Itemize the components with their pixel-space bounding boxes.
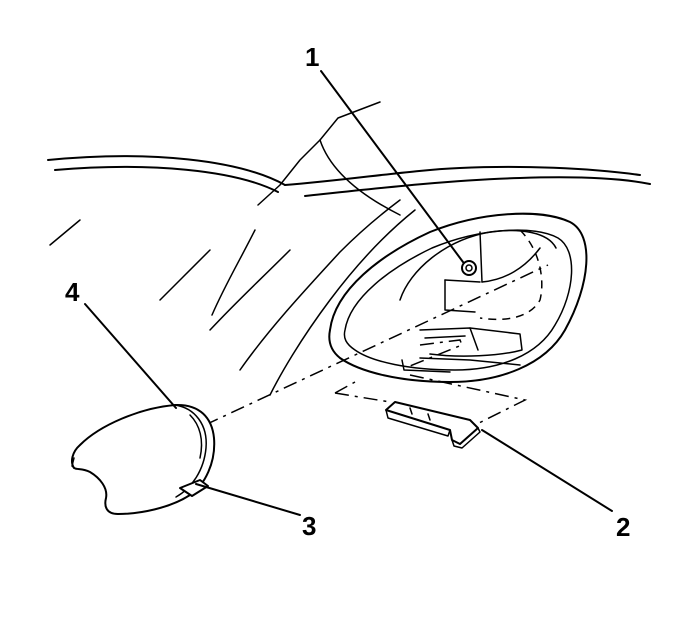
screw [461, 260, 477, 276]
callout-2: 2 [616, 512, 630, 542]
handle-bezel [71, 403, 216, 515]
leader-1 [320, 70, 464, 263]
callout-4: 4 [65, 277, 80, 307]
handle-recess [328, 212, 588, 383]
callout-3: 3 [302, 511, 316, 541]
leader-4 [84, 303, 177, 409]
leader-3 [195, 483, 301, 516]
callout-1: 1 [305, 42, 319, 72]
alignment-lines [204, 264, 549, 426]
handle-clip [385, 401, 481, 449]
leader-lines [84, 70, 613, 516]
door-trim-panel [47, 101, 651, 396]
leader-2 [481, 429, 613, 512]
